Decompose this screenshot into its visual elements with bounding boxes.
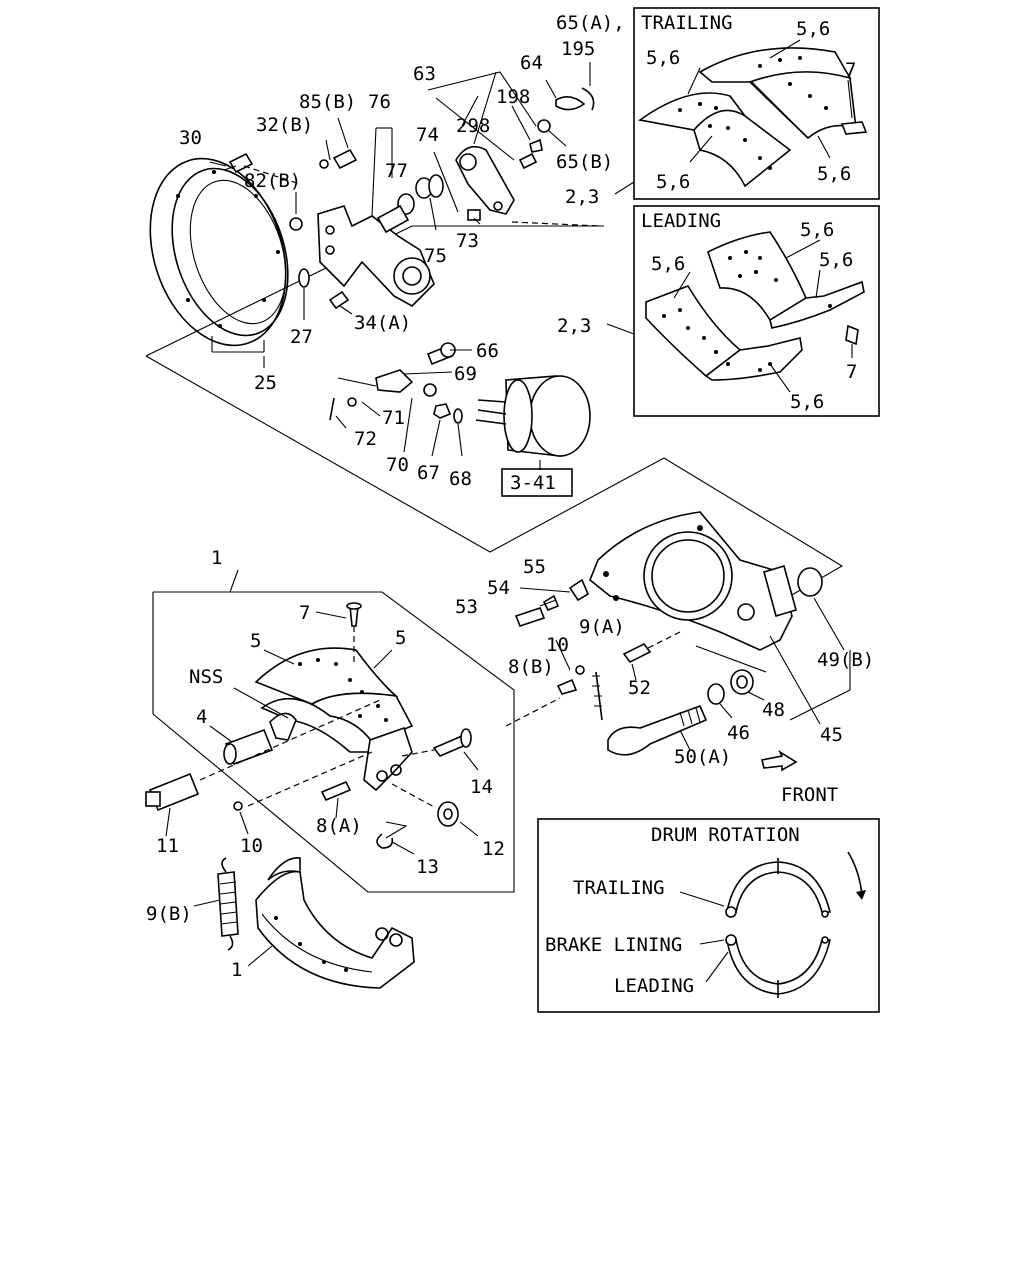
trailing-shoe-panel: TRAILING 5,6 5,6 7 5,6 5,6 xyxy=(633,7,880,200)
callout-25: 25 xyxy=(254,372,277,394)
legend-leading: LEADING xyxy=(614,975,694,997)
legend-title: DRUM ROTATION xyxy=(651,824,800,846)
callout-71: 71 xyxy=(382,407,405,429)
callout-52: 52 xyxy=(628,677,651,699)
callout-72: 72 xyxy=(354,428,377,450)
callout-76: 76 xyxy=(368,91,391,113)
callout-leading-5-6-a: 5,6 xyxy=(800,219,834,241)
callout-66: 66 xyxy=(476,340,499,362)
callout-68: 68 xyxy=(449,468,472,490)
legend-trailing: TRAILING xyxy=(573,877,665,899)
callout-198: 198 xyxy=(496,86,530,108)
callout-298: 298 xyxy=(456,115,490,137)
callout-1-upper: 1 xyxy=(211,547,222,569)
callout-nss: NSS xyxy=(189,666,223,688)
callout-13: 13 xyxy=(416,856,439,878)
callout-85b: 85(B) xyxy=(299,91,356,113)
callout-55: 55 xyxy=(523,556,546,578)
callout-trailing-5-6-d: 5,6 xyxy=(817,163,851,185)
callout-trailing-5-6-b: 5,6 xyxy=(646,47,680,69)
callout-195: 195 xyxy=(561,38,595,60)
callout-65b: 65(B) xyxy=(556,151,613,173)
callout-9a: 9(A) xyxy=(579,616,625,638)
callout-3-41: 3-41 xyxy=(510,472,556,494)
callout-32b: 32(B) xyxy=(256,114,313,136)
callout-10-upper: 10 xyxy=(546,634,569,656)
callout-11: 11 xyxy=(156,835,179,857)
callout-leading-7: 7 xyxy=(846,361,857,383)
callout-trailing-5-6-c: 5,6 xyxy=(656,171,690,193)
ref-box-3-41 xyxy=(501,468,573,497)
callout-48: 48 xyxy=(762,699,785,721)
callout-65a: 65(A), xyxy=(556,12,625,34)
callout-leading-5-6-b: 5,6 xyxy=(651,253,685,275)
callout-50a: 50(A) xyxy=(674,746,731,768)
callout-30: 30 xyxy=(179,127,202,149)
callout-4: 4 xyxy=(196,706,207,728)
callout-49b: 49(B) xyxy=(817,649,874,671)
callout-77: 77 xyxy=(385,160,408,182)
spider-housing-group xyxy=(505,511,851,772)
callout-leading-5-6-c: 5,6 xyxy=(819,249,853,271)
callout-trailing-5-6-a: 5,6 xyxy=(796,18,830,40)
leading-panel-title: LEADING xyxy=(641,210,721,232)
callout-5-left: 5 xyxy=(250,630,261,652)
callout-73: 73 xyxy=(456,230,479,252)
leading-shoe-panel: LEADING 5,6 5,6 5,6 7 5,6 xyxy=(633,205,880,417)
callout-53: 53 xyxy=(455,596,478,618)
callout-54: 54 xyxy=(487,577,510,599)
callout-69: 69 xyxy=(454,363,477,385)
legend-brake-lining: BRAKE LINING xyxy=(545,934,682,956)
callout-9b: 9(B) xyxy=(146,903,192,925)
callout-75: 75 xyxy=(424,245,447,267)
callout-46: 46 xyxy=(727,722,750,744)
trailing-panel-title: TRAILING xyxy=(641,12,733,34)
callout-63: 63 xyxy=(413,63,436,85)
callout-64: 64 xyxy=(520,52,543,74)
callout-8a: 8(A) xyxy=(316,815,362,837)
front-label: FRONT xyxy=(781,784,838,806)
shoe-assembly-group xyxy=(145,569,515,893)
callout-5-right: 5 xyxy=(395,627,406,649)
callout-12: 12 xyxy=(482,838,505,860)
callout-trailing-7: 7 xyxy=(845,59,856,81)
callout-1-lower: 1 xyxy=(231,959,242,981)
callout-trailing-ref-2-3: 2,3 xyxy=(565,186,599,208)
callout-10-lower: 10 xyxy=(240,835,263,857)
callout-82b: 82(B) xyxy=(244,170,301,192)
callout-45: 45 xyxy=(820,724,843,746)
callout-leading-ref-2-3: 2,3 xyxy=(557,315,591,337)
callout-7-shoe: 7 xyxy=(299,602,310,624)
callout-67: 67 xyxy=(417,462,440,484)
backing-plate-group xyxy=(145,62,844,597)
callout-74: 74 xyxy=(416,124,439,146)
callout-leading-5-6-d: 5,6 xyxy=(790,391,824,413)
callout-70: 70 xyxy=(386,454,409,476)
callout-8b: 8(B) xyxy=(508,656,554,678)
drum-rotation-legend: DRUM ROTATION TRAILING BRAKE LINING LEAD… xyxy=(537,818,880,1013)
callout-14: 14 xyxy=(470,776,493,798)
brake-chamber-group xyxy=(329,342,591,470)
callout-27: 27 xyxy=(290,326,313,348)
lower-shoe-group xyxy=(193,857,415,989)
callout-34a: 34(A) xyxy=(354,312,411,334)
